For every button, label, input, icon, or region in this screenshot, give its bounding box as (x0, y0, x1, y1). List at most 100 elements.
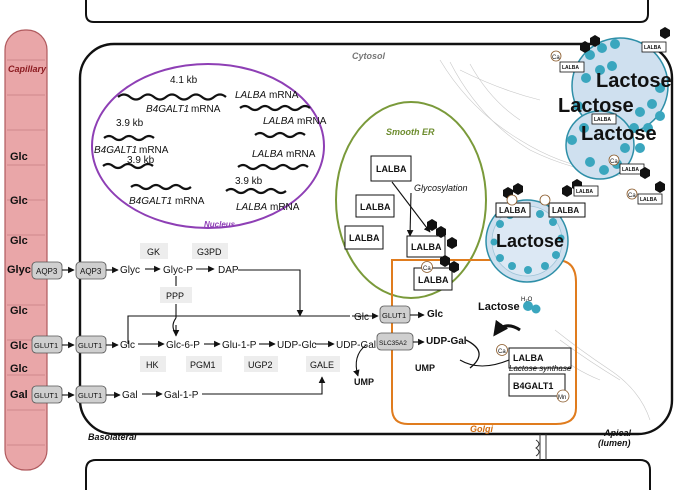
vesicle-lalba-2: LALBA (552, 206, 579, 215)
aqp3-membrane-a: AQP3 (36, 267, 58, 276)
metabolite-glyc: Glyc (120, 265, 140, 276)
enzyme-gk: GK (147, 247, 160, 257)
lalba-tag-3: LALBA (622, 167, 639, 173)
blood-glc-6: Glc (10, 363, 28, 375)
lalba-tag-1: LALBA (562, 65, 579, 71)
lalba-mrna-4: mRNA (270, 202, 300, 213)
lalba-tag-5: LALBA (576, 189, 593, 195)
lalba-tag-2: LALBA (594, 117, 611, 123)
b4galt1-gene-3: B4GALT1 (129, 196, 172, 207)
metabolite-glc-6-p: Glc-6-P (166, 340, 200, 351)
lalba-gene-3: LALBA (252, 149, 283, 160)
vesicle-ca-2: Ca (610, 159, 618, 165)
lalba-tag-6: LALBA (644, 45, 661, 51)
size-3-9kb-b: 3.9 kb (127, 155, 155, 166)
b4galt1-mrna-2: mRNA (139, 145, 169, 156)
mrna-strands (102, 93, 311, 195)
metabolite-gal-1-p: Gal-1-P (164, 390, 199, 401)
metabolite-cytosol-glc: Glc (354, 312, 369, 323)
enzyme-g3pd: G3PD (197, 247, 222, 257)
b4galt1-mrna-1: mRNA (191, 104, 221, 115)
er-lalba-1: LALBA (376, 164, 407, 174)
golgi-glycans (440, 255, 459, 273)
lactose-vesicle-center: Lactose LALBA LALBA (485, 179, 586, 283)
b4galt1-gene-2: B4GALT1 (94, 145, 137, 156)
metabolite-glc: Glc (120, 340, 135, 351)
lalba-tag-4: LALBA (640, 197, 657, 203)
vesicle-lactose-center: Lactose (496, 231, 564, 251)
b4galt1-gene-1: B4GALT1 (146, 104, 189, 115)
enzyme-ugp2: UGP2 (248, 360, 273, 370)
blood-glyc: Glyc (7, 264, 31, 276)
pathway-arrows (62, 192, 510, 399)
vesicle-lactose-2: Lactose (558, 95, 634, 117)
lumen-label: (lumen) (598, 438, 631, 448)
pathway-metabolites: Glyc Glyc-P DAP Glc Glc-6-P Glu-1-P UDP-… (120, 265, 435, 401)
apical-label: Apical (603, 428, 632, 438)
cytosol-label: Cytosol (352, 51, 386, 61)
size-3-9kb-a: 3.9 kb (116, 118, 144, 129)
basolateral-label: Basolateral (88, 432, 137, 442)
glut1-membrane-a: GLUT1 (34, 341, 58, 350)
nucleus-label: Nucleus (204, 220, 236, 229)
er-lalba-2: LALBA (360, 202, 391, 212)
blood-glc-4: Glc (10, 305, 28, 317)
glut1-membrane-b: GLUT1 (78, 341, 102, 350)
blood-glc-2: Glc (10, 195, 28, 207)
smooth-er-label: Smooth ER (386, 127, 435, 137)
golgi-lactose: Lactose (478, 301, 520, 313)
transporters: AQP3 AQP3 GLUT1 GLUT1 GLUT1 GLUT1 GLUT1 … (31, 261, 414, 404)
golgi: Golgi LALBA Ca LALBA B4GALT1 Lactose syn… (391, 255, 577, 434)
slc35a2-golgi: SLC35A2 (379, 340, 407, 347)
metabolite-udp-gal: UDP-Gal (336, 340, 376, 351)
vesicle-lalba-1: LALBA (499, 206, 526, 215)
vesicle-ca-3: Ca (628, 193, 636, 199)
blood-glc-1: Glc (10, 151, 28, 163)
cell-membranes (78, 0, 674, 490)
capillary-label: Capillary (8, 64, 47, 74)
glycan-hexagons-er (427, 219, 457, 249)
apical-vesicles: Lactose Lactose Lactose LALBA LALBA LALB… (550, 27, 672, 205)
blood-sugars: Glc Glc Glc Glyc Glc Glc Glc Gal (7, 151, 31, 401)
lalba-mrna-2: mRNA (297, 116, 327, 127)
vesicle-lactose-1: Lactose (596, 70, 672, 92)
smooth-er: Smooth ER LALBA LALBA LALBA LALBA Glycos… (335, 101, 487, 299)
golgi-udp-gal: UDP-Gal (426, 336, 467, 347)
lactose-synthase-b4galt1: B4GALT1 (513, 381, 553, 391)
blood-glc-3: Glc (10, 235, 28, 247)
h2o-label: H₂O (521, 297, 533, 303)
enzyme-pgm1: PGM1 (190, 360, 216, 370)
lalba-gene-4: LALBA (236, 202, 267, 213)
aqp3-membrane-b: AQP3 (80, 267, 102, 276)
metabolite-glyc-p: Glyc-P (163, 265, 193, 276)
metabolite-ump-1: UMP (354, 377, 374, 387)
golgi-label: Golgi (470, 424, 493, 434)
golgi-glc: Glc (427, 309, 444, 320)
b4galt1-mrna-3: mRNA (175, 196, 205, 207)
size-4-1kb: 4.1 kb (170, 75, 198, 86)
glycosylation-label: Glycosylation (414, 183, 468, 193)
blood-glc-5: Glc (10, 340, 28, 352)
enzyme-hk: HK (146, 360, 159, 370)
enzyme-gale: GALE (310, 360, 334, 370)
er-lalba-4: LALBA (411, 242, 442, 252)
lactose-synthase-lalba: LALBA (513, 353, 544, 363)
size-3-9kb-c: 3.9 kb (235, 176, 263, 187)
blood-gal: Gal (10, 389, 28, 401)
metabolite-ump-2: UMP (415, 363, 435, 373)
enzyme-boxes: GK G3PD PPP HK PGM1 UGP2 GALE (140, 243, 340, 372)
lactose-synthase-label: Lactose synthase (509, 364, 572, 373)
lalba-gene-2: LALBA (263, 116, 294, 127)
metabolite-glu-1-p: Glu-1-P (222, 340, 257, 351)
glut1-golgi: GLUT1 (382, 311, 406, 320)
capillary: Capillary (4, 29, 48, 471)
enzyme-ppp: PPP (166, 291, 184, 301)
lalba-mrna-3: mRNA (286, 149, 316, 160)
metabolite-gal: Gal (122, 390, 138, 401)
vesicle-lactose-3: Lactose (581, 123, 657, 145)
lalba-mrna-1: mRNA (269, 90, 299, 101)
golgi-ca-2: Ca (498, 349, 506, 355)
glut1-membrane-d: GLUT1 (78, 391, 102, 400)
metabolite-udp-glc: UDP-Glc (277, 340, 316, 351)
